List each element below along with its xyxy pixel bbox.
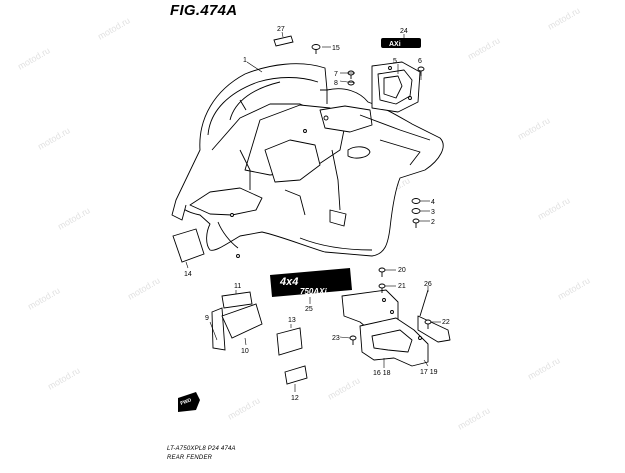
bracket-part-5 xyxy=(371,61,421,113)
emblem-plate-text: AXi xyxy=(389,41,401,48)
figure-model-code: LT-A750XPL8 P24 474A xyxy=(167,446,236,452)
watermark-text: motod.ru xyxy=(556,275,592,301)
callout-20: 20 xyxy=(398,267,406,274)
watermark-text: motod.ru xyxy=(226,395,262,421)
callout-16-18: 16 18 xyxy=(373,370,391,377)
callout-1: 1 xyxy=(243,57,247,64)
callout-8: 8 xyxy=(334,80,338,87)
callout-22: 22 xyxy=(442,319,450,326)
watermark-text: motod.ru xyxy=(26,285,62,311)
watermark-text: motod.ru xyxy=(326,375,362,401)
label-part-27 xyxy=(273,35,294,47)
watermark-text: motod.ru xyxy=(516,115,552,141)
watermark-text: motod.ru xyxy=(16,45,52,71)
callout-11: 11 xyxy=(234,283,241,290)
decal-part-9 xyxy=(211,307,226,351)
watermark-text: motod.ru xyxy=(466,35,502,61)
callout-10: 10 xyxy=(241,348,249,355)
watermark-text: motod.ru xyxy=(526,355,562,381)
fwd-text: FWD xyxy=(180,397,193,407)
watermark-text: motod.ru xyxy=(96,15,132,41)
callout-3: 3 xyxy=(431,209,435,216)
callout-24: 24 xyxy=(400,28,408,35)
screws-part-20-21-22-23 xyxy=(349,267,432,345)
mud-guard-assembly xyxy=(341,289,451,367)
leader-lines xyxy=(185,31,441,392)
screw-part-15 xyxy=(311,44,321,54)
screw-part-6 xyxy=(417,66,425,76)
emblem-4x4-text: 4x4 xyxy=(279,276,298,288)
decal-part-11 xyxy=(221,291,253,309)
hardware-part-2-3-4 xyxy=(411,198,421,228)
watermark-text: motod.ru xyxy=(536,195,572,221)
callout-13: 13 xyxy=(288,317,296,324)
callout-9: 9 xyxy=(205,315,209,322)
watermark-text: motod.ru xyxy=(56,205,92,231)
decal-part-13 xyxy=(276,327,303,356)
rear-fender-body xyxy=(171,63,444,258)
figure-caption: REAR FENDER xyxy=(167,455,213,461)
callout-27: 27 xyxy=(277,26,285,33)
decal-part-12 xyxy=(284,365,308,385)
callout-15: 15 xyxy=(332,45,340,52)
callout-4: 4 xyxy=(431,199,435,206)
watermark-text: motod.ru xyxy=(546,5,582,31)
callout-17-19: 17 19 xyxy=(420,369,438,376)
decal-part-10 xyxy=(221,303,263,339)
watermark-text: motod.ru xyxy=(456,405,492,431)
watermark-text: motod.ru xyxy=(46,365,82,391)
emblem-plate-part-24: AXi xyxy=(381,38,421,48)
callout-7: 7 xyxy=(334,71,338,78)
callout-labels: 1 27 15 24 5 6 7 8 4 3 2 14 25 20 21 26 … xyxy=(184,26,450,402)
callout-25: 25 xyxy=(305,306,313,313)
callout-6: 6 xyxy=(418,58,422,65)
figure-title: FIG.474A xyxy=(170,2,238,19)
panel-part-14 xyxy=(172,228,205,263)
callout-23: 23 xyxy=(332,335,340,342)
watermark-text: motod.ru xyxy=(126,275,162,301)
callout-12: 12 xyxy=(291,395,299,402)
callout-5: 5 xyxy=(393,58,397,65)
emblem-model-text: 750AXi xyxy=(300,287,327,296)
callout-2: 2 xyxy=(431,219,435,226)
callout-14: 14 xyxy=(184,271,192,278)
watermark-text: motod.ru xyxy=(36,125,72,151)
callout-21: 21 xyxy=(398,283,406,290)
fwd-arrow-icon: FWD xyxy=(178,392,200,412)
emblem-decal-part-25: 4x4 750AXi xyxy=(270,268,352,297)
callout-26: 26 xyxy=(424,281,432,288)
